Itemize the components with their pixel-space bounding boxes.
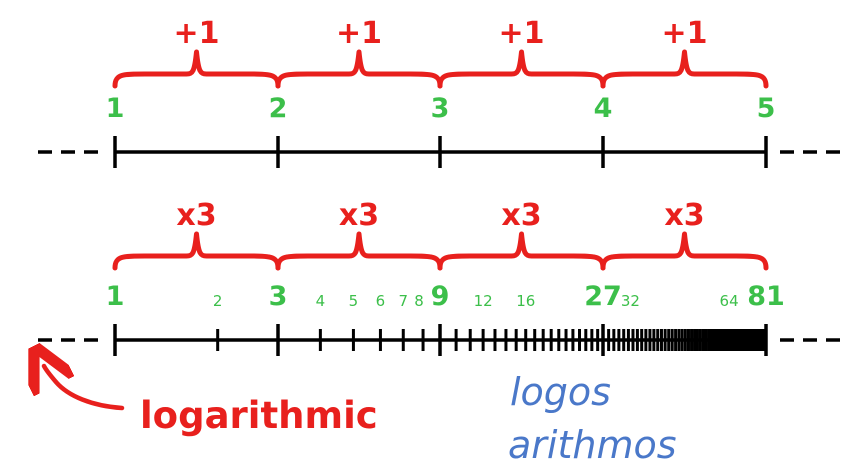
linear-step-brace — [437, 49, 606, 89]
linear-step-label: +1 — [336, 16, 382, 51]
log-minor-tick-label: 16 — [516, 292, 535, 310]
linear-tick-label: 5 — [757, 93, 776, 124]
log-minor-tick-label: 12 — [474, 292, 493, 310]
log-minor-tick-label: 6 — [376, 292, 386, 310]
linear-ticks — [113, 136, 768, 168]
log-minor-ticks — [216, 329, 766, 351]
log-major-tick-label: 81 — [747, 281, 785, 312]
linear-number-line: 1 2 3 4 5 +1 +1 +1 +1 — [38, 16, 845, 168]
linear-step-label: +1 — [661, 16, 707, 51]
logarithmic-arrow — [44, 366, 125, 411]
log-major-ticks — [113, 324, 768, 356]
log-minor-tick-label: 8 — [414, 292, 424, 310]
log-minor-tick-label: 32 — [621, 292, 640, 310]
arithmos-label: arithmos — [508, 423, 677, 467]
log-step-label: x3 — [176, 198, 216, 233]
log-step-label: x3 — [664, 198, 704, 233]
log-major-tick-label: 3 — [269, 281, 288, 312]
log-step-label: x3 — [501, 198, 541, 233]
log-minor-tick-label: 5 — [349, 292, 359, 310]
log-step-label: x3 — [339, 198, 379, 233]
linear-tick-labels: 1 2 3 4 5 — [106, 93, 776, 124]
log-major-tick-label: 1 — [106, 281, 125, 312]
log-step-brace — [112, 231, 281, 271]
log-step-brace — [600, 231, 769, 271]
log-minor-tick-label: 2 — [213, 292, 223, 310]
log-major-tick-label: 27 — [584, 281, 622, 312]
linear-tick-label: 1 — [106, 93, 125, 124]
linear-tick-label: 2 — [269, 93, 288, 124]
log-step-braces: x3 x3 x3 x3 — [112, 198, 769, 271]
linear-step-label: +1 — [498, 16, 544, 51]
log-minor-tick-label: 64 — [720, 292, 739, 310]
linear-step-brace — [112, 49, 281, 89]
log-step-brace — [275, 231, 443, 271]
log-major-tick-label: 9 — [431, 281, 450, 312]
log-step-brace — [437, 231, 606, 271]
linear-step-brace — [600, 49, 769, 89]
linear-step-brace — [275, 49, 443, 89]
logarithmic-label: logarithmic — [140, 394, 378, 437]
linear-step-braces: +1 +1 +1 +1 — [112, 16, 769, 89]
log-minor-tick-label: 7 — [398, 292, 408, 310]
log-minor-tick-label: 4 — [316, 292, 326, 310]
linear-tick-label: 3 — [431, 93, 450, 124]
linear-tick-label: 4 — [594, 93, 613, 124]
linear-step-label: +1 — [173, 16, 219, 51]
logos-label: logos — [510, 370, 611, 414]
